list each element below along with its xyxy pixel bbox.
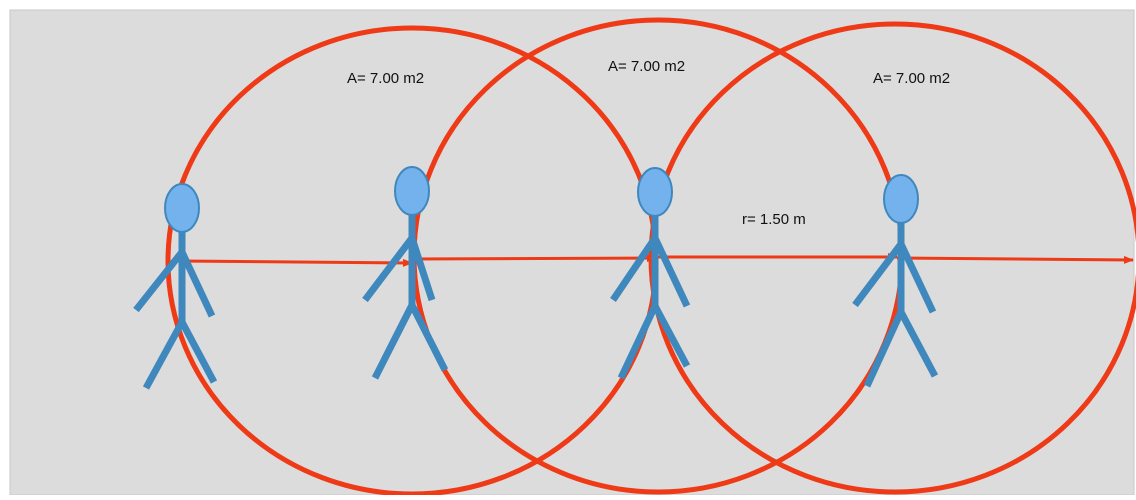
stick-figure-icon [610, 167, 691, 380]
radius-label: r= 1.50 m [742, 211, 806, 228]
diagram-labels: A= 7.00 m2 A= 7.00 m2 A= 7.00 m2 r= 1.50… [347, 58, 950, 228]
stick-figure-icon [852, 174, 939, 388]
area-label-middle: A= 7.00 m2 [608, 58, 685, 75]
area-label-right: A= 7.00 m2 [873, 70, 950, 87]
radius-arrow-2 [411, 254, 657, 263]
radius-arrow-1 [179, 258, 413, 267]
radius-arrows [179, 253, 1134, 267]
diagram-background [9, 9, 1135, 496]
radius-arrow-4 [896, 255, 1134, 264]
stick-figure-icon [133, 183, 218, 390]
area-label-left: A= 7.00 m2 [347, 70, 424, 87]
stick-figure-icon [362, 166, 449, 380]
